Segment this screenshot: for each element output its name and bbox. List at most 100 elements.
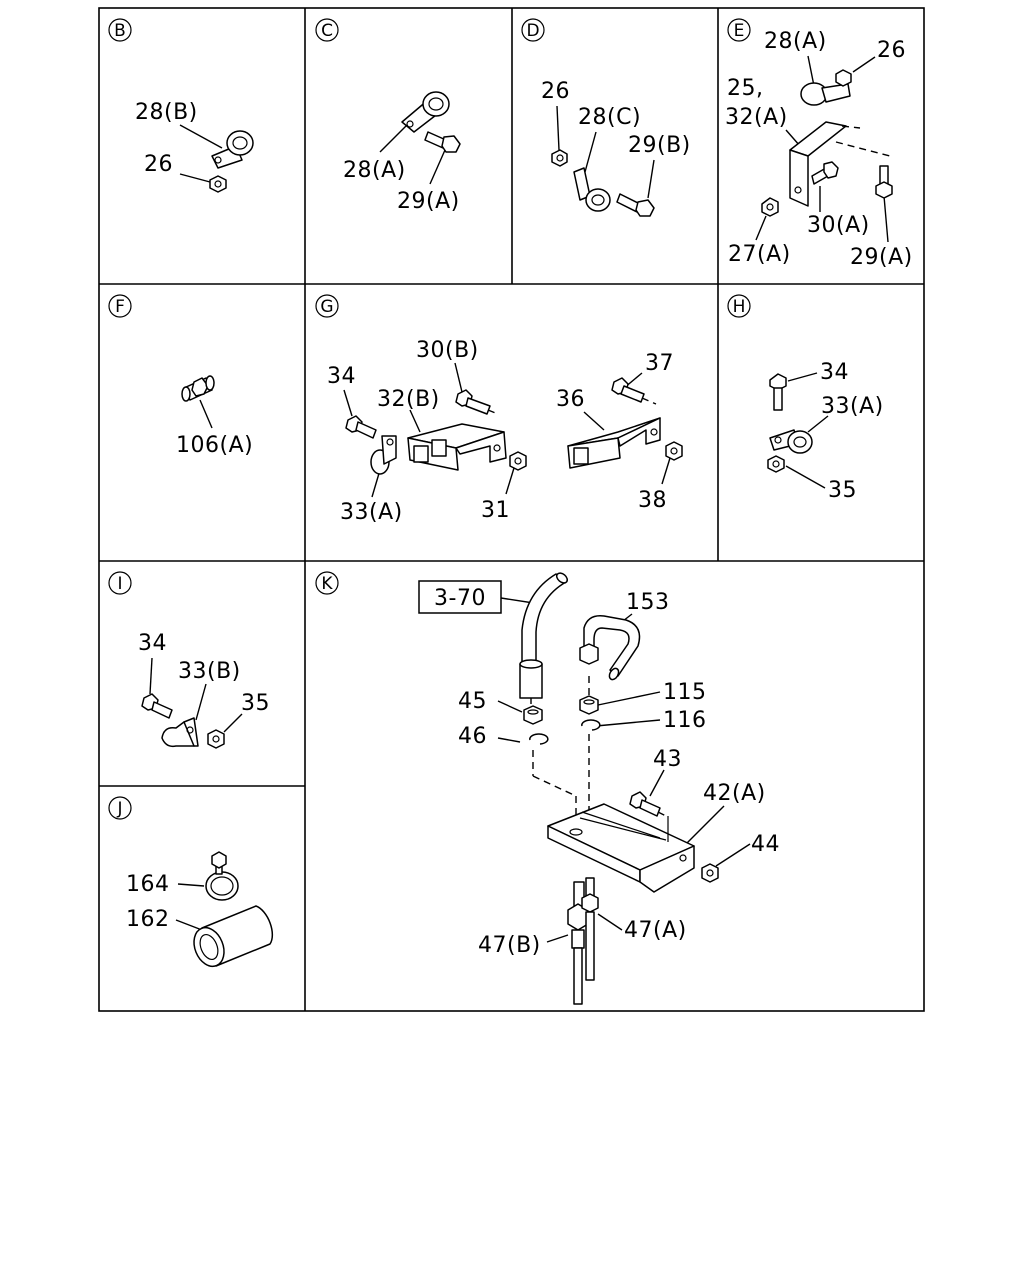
clip-28c-part — [573, 167, 611, 212]
panel-f: F 106(A) — [108, 294, 253, 458]
panel-c-marker: C — [315, 18, 339, 42]
bracket-32a-part — [789, 121, 847, 207]
nut-26-part — [209, 175, 227, 193]
nut-45-part — [523, 705, 543, 725]
panel-j-marker: J — [108, 796, 132, 820]
fitting-106a-part — [181, 375, 215, 402]
label-26: 26 — [144, 152, 173, 177]
label-28a: 28(A) — [764, 29, 827, 54]
label-44: 44 — [751, 832, 780, 857]
label-33a: 33(A) — [340, 500, 403, 525]
panel-h: H 34 33(A) 35 — [727, 294, 884, 503]
label-31: 31 — [481, 498, 510, 523]
clip-33a-part — [769, 429, 813, 454]
label-29b: 29(B) — [628, 133, 691, 158]
connector-47a-part — [581, 877, 599, 981]
svg-text:I: I — [117, 574, 122, 594]
label-28a: 28(A) — [343, 158, 406, 183]
nut-44-part — [701, 863, 719, 883]
nut-26-part — [551, 149, 568, 167]
label-164: 164 — [126, 872, 170, 897]
label-30b: 30(B) — [416, 338, 479, 363]
panel-e-marker: E — [727, 18, 751, 42]
svg-text:H: H — [733, 297, 746, 317]
bolt-29a-part — [875, 165, 893, 199]
panel-e: E 28(A) 26 25, 32(A) 30(A) 27(A) 29(A) — [725, 18, 913, 270]
label-33b: 33(B) — [178, 659, 241, 684]
pipe-153-part — [579, 615, 641, 681]
label-33a: 33(A) — [821, 394, 884, 419]
label-34: 34 — [820, 360, 849, 385]
nut-26-part — [835, 69, 852, 87]
label-46: 46 — [458, 724, 487, 749]
label-29a: 29(A) — [397, 189, 460, 214]
bolt-30b-part — [455, 389, 491, 415]
panel-grid — [98, 7, 925, 1012]
svg-text:B: B — [114, 21, 126, 41]
bolt-37-part — [611, 377, 645, 403]
nut-35-part — [207, 729, 225, 749]
label-26: 26 — [877, 38, 906, 63]
bolt-34-part — [141, 693, 173, 719]
label-26: 26 — [541, 79, 570, 104]
label-45: 45 — [458, 689, 487, 714]
panel-k-marker: K — [315, 571, 339, 595]
pipe-3-70-part — [519, 572, 569, 699]
label-42a: 42(A) — [703, 781, 766, 806]
clip-33a-part — [370, 435, 397, 475]
nut-27a-part — [761, 197, 779, 217]
label-29a: 29(A) — [850, 245, 913, 270]
hose-162-part — [193, 905, 274, 968]
panel-i: I 34 33(B) 35 — [108, 571, 270, 749]
svg-text:J: J — [116, 799, 122, 819]
panel-g: G 30(B) 34 32(B) 37 36 33(A) 31 38 — [315, 294, 683, 525]
label-25: 25, — [727, 76, 764, 101]
bolt-34-part — [345, 415, 377, 439]
label-106a: 106(A) — [176, 433, 253, 458]
bracket-36-part — [567, 417, 661, 469]
bracket-32b-part — [407, 423, 507, 471]
washer-46-part — [529, 733, 549, 745]
panel-b-marker: B — [108, 18, 132, 42]
label-43: 43 — [653, 747, 682, 772]
nut-31-part — [509, 451, 527, 471]
label-47b: 47(B) — [478, 933, 541, 958]
label-116: 116 — [663, 708, 707, 733]
nut-35-part — [767, 455, 785, 473]
panel-b: B 28(B) 26 — [108, 18, 254, 193]
bolt-34-part — [769, 373, 787, 411]
svg-text:F: F — [115, 297, 125, 317]
clamp-164-part — [205, 851, 239, 901]
panel-j: J 164 162 — [108, 796, 274, 968]
label-32a: 32(A) — [725, 105, 788, 130]
label-47a: 47(A) — [624, 918, 687, 943]
label-38: 38 — [638, 488, 667, 513]
bolt-43-part — [629, 791, 661, 817]
label-30a: 30(A) — [807, 213, 870, 238]
panel-f-marker: F — [108, 294, 132, 318]
label-28c: 28(C) — [578, 105, 641, 130]
label-36: 36 — [556, 387, 585, 412]
label-27a: 27(A) — [728, 242, 791, 267]
label-34: 34 — [327, 364, 356, 389]
panel-i-marker: I — [108, 571, 132, 595]
panel-k: K 3-70 153 45 115 46 116 43 42(A) 44 47(… — [315, 571, 780, 1005]
label-162: 162 — [126, 907, 170, 932]
svg-text:E: E — [734, 21, 745, 41]
panel-d-marker: D — [521, 18, 545, 42]
label-34: 34 — [138, 631, 167, 656]
nut-38-part — [665, 441, 683, 461]
panel-c: C 28(A) 29(A) — [315, 18, 461, 214]
clip-28b-part — [211, 130, 254, 169]
svg-text:C: C — [321, 21, 333, 41]
panel-g-marker: G — [315, 294, 339, 318]
svg-text:K: K — [321, 574, 333, 594]
svg-text:G: G — [320, 297, 333, 317]
svg-text:3-70: 3-70 — [434, 586, 486, 611]
reference-box-3-70: 3-70 — [418, 580, 502, 614]
clip-33b-part — [161, 717, 199, 748]
washer-116-part — [581, 719, 601, 731]
bolt-29a-part — [424, 131, 461, 153]
bolt-30a-part — [811, 161, 839, 185]
